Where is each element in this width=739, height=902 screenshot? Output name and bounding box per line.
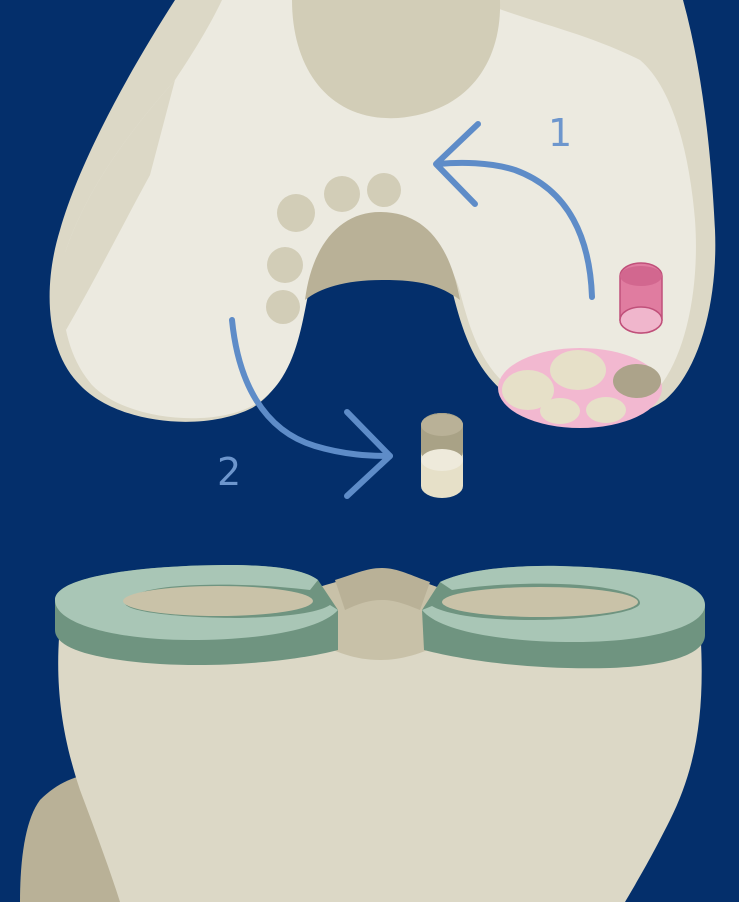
donor-hole bbox=[540, 398, 580, 424]
bone-plug bbox=[421, 413, 463, 498]
recipient-site bbox=[277, 194, 315, 232]
graft-cylinder-bottom bbox=[620, 307, 662, 333]
recipient-site bbox=[367, 173, 401, 207]
recipient-site bbox=[324, 176, 360, 212]
bone-plug-top bbox=[421, 414, 463, 436]
donor-hole bbox=[550, 350, 606, 390]
donor-area bbox=[498, 348, 662, 428]
graft-cylinder-top bbox=[620, 266, 662, 286]
meniscus-left bbox=[55, 565, 338, 665]
step-two-label: 2 bbox=[217, 450, 241, 494]
meniscus-right-inner bbox=[442, 587, 638, 617]
graft-cylinder-pink bbox=[620, 263, 662, 333]
meniscus-right bbox=[422, 566, 705, 668]
bone-plug-mid bbox=[421, 449, 463, 471]
donor-hole bbox=[613, 364, 661, 398]
recipient-site bbox=[266, 290, 300, 324]
recipient-site bbox=[267, 247, 303, 283]
meniscus-left-inner bbox=[123, 586, 313, 616]
donor-hole bbox=[586, 397, 626, 423]
step-one-label: 1 bbox=[548, 111, 572, 155]
